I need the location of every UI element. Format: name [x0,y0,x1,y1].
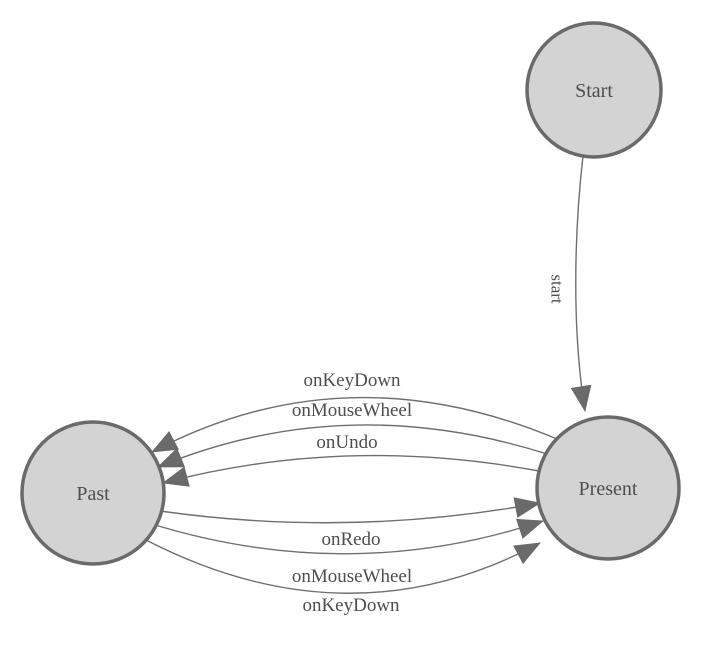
edge-present-to-past-onundo [162,454,540,487]
edge-label-onmousewheel-top: onMouseWheel [292,400,412,421]
edge-past-to-present-onmousewheel [151,518,544,555]
edge-group [145,155,592,594]
node-present: Present [535,415,681,561]
node-past: Past [20,420,166,566]
node-start: Start [525,21,663,159]
node-start-label: Start [575,80,613,102]
node-present-label: Present [579,478,638,500]
edge-label-onkeydown-top: onKeyDown [303,370,401,391]
node-past-label: Past [76,483,110,505]
edge-label-onundo: onUndo [316,432,377,453]
edge-label-onkeydown-bottom: onKeyDown [302,595,400,616]
edge-start-to-present [570,155,592,412]
edge-label-group: start onKeyDown onMouseWheel onUndo onRe… [292,274,567,616]
node-group: Start Present Past [20,21,681,566]
node-start-circle [525,21,663,159]
edge-label-start: start [548,274,567,304]
edge-present-to-past-onkeydown [151,396,558,453]
edge-label-onredo: onRedo [321,529,380,550]
edge-past-to-present-onredo [159,497,541,524]
edge-label-onmousewheel-bottom: onMouseWheel [292,566,412,587]
node-past-circle [20,420,166,566]
edge-past-to-present-onkeydown [145,539,541,594]
node-present-circle [535,415,681,561]
edge-present-to-past-onmousewheel [157,424,548,468]
